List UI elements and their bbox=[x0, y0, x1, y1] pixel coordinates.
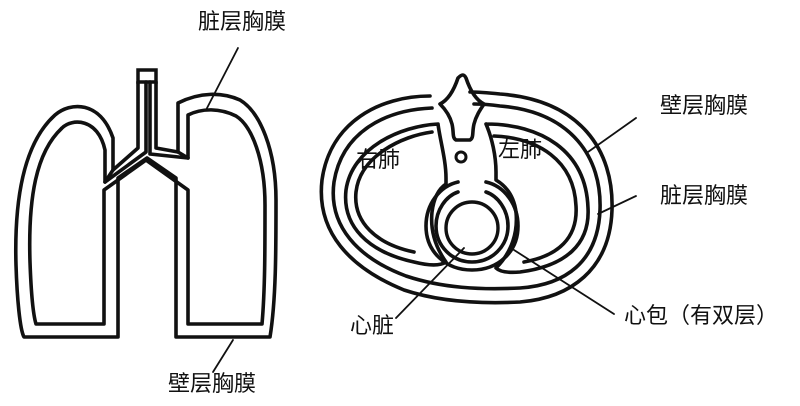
right-lung-outline bbox=[343, 122, 448, 267]
lungs-frontal-view bbox=[13, 47, 278, 373]
leader-right-parietal bbox=[587, 117, 637, 153]
left-lung-inner bbox=[492, 134, 578, 264]
pericardium-outer bbox=[424, 180, 520, 272]
thorax-cross-section bbox=[319, 73, 637, 319]
leader-heart bbox=[395, 247, 465, 319]
leader-pericardium bbox=[513, 249, 615, 315]
label-parietal-pleura-left: 壁层胸膜 bbox=[168, 372, 257, 397]
left-lung-outline bbox=[484, 122, 590, 275]
pericardium-inner bbox=[434, 190, 510, 264]
trachea-top bbox=[136, 68, 158, 84]
visceral-pleura-outline bbox=[27, 80, 267, 326]
leader-right-visceral bbox=[597, 195, 637, 215]
leader-left-parietal bbox=[212, 339, 234, 373]
parietal-pleura-ring bbox=[331, 102, 602, 291]
parietal-pleura-outline bbox=[13, 80, 278, 339]
label-parietal-pleura-right: 壁层胸膜 bbox=[660, 94, 749, 119]
chest-wall-outer bbox=[319, 90, 614, 305]
leader-left-visceral bbox=[205, 47, 239, 111]
label-left-lung: 左肺 bbox=[498, 138, 543, 163]
heart bbox=[444, 200, 500, 256]
right-lung-inner bbox=[354, 130, 434, 254]
spine bbox=[438, 73, 486, 142]
esophagus-dot bbox=[454, 150, 468, 164]
label-pericardium: 心包（有双层） bbox=[624, 304, 779, 329]
label-visceral-pleura-left: 脏层胸膜 bbox=[198, 10, 287, 35]
hilum-right bbox=[176, 150, 190, 160]
label-visceral-pleura-right: 脏层胸膜 bbox=[660, 184, 749, 209]
label-right-lung: 右肺 bbox=[356, 148, 401, 173]
hilum-left bbox=[103, 168, 115, 184]
label-heart: 心脏 bbox=[350, 314, 395, 339]
